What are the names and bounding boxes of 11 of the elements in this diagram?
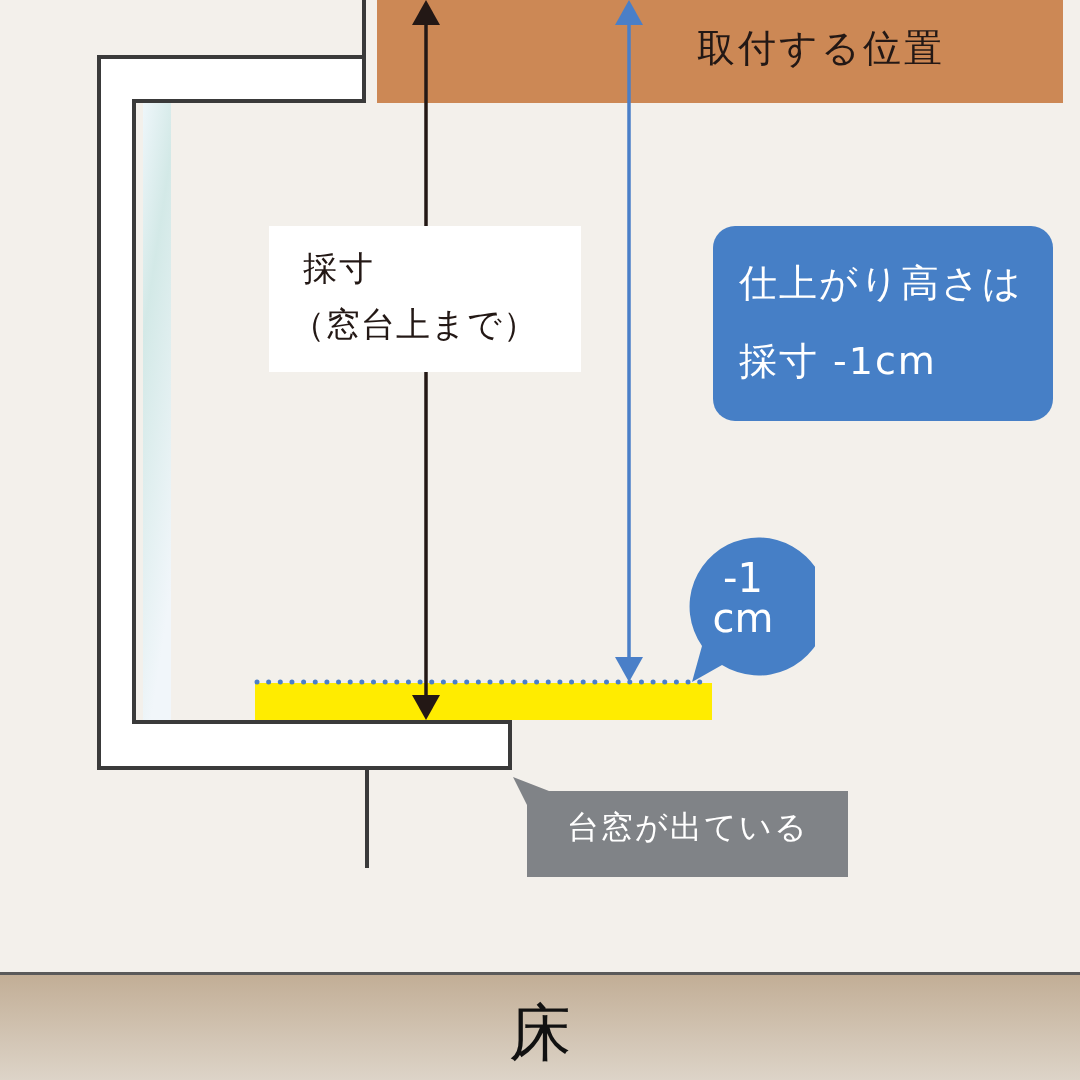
band-label: 取付する位置 (697, 25, 945, 72)
bubble-text: -1 cm (711, 558, 775, 638)
info-text: 仕上がり高さは採寸 -1cm (739, 260, 1024, 385)
measurement-note: （窓台上まで） (291, 303, 538, 346)
callout-text: 台窓が出ている (565, 807, 810, 848)
measurement-label (269, 226, 581, 372)
mounting-band (377, 0, 1063, 103)
floor-label: 床 (508, 995, 572, 1071)
floor-band (0, 972, 1080, 1080)
info-panel (713, 226, 1053, 421)
measurement-heading: 採寸 (303, 247, 375, 290)
